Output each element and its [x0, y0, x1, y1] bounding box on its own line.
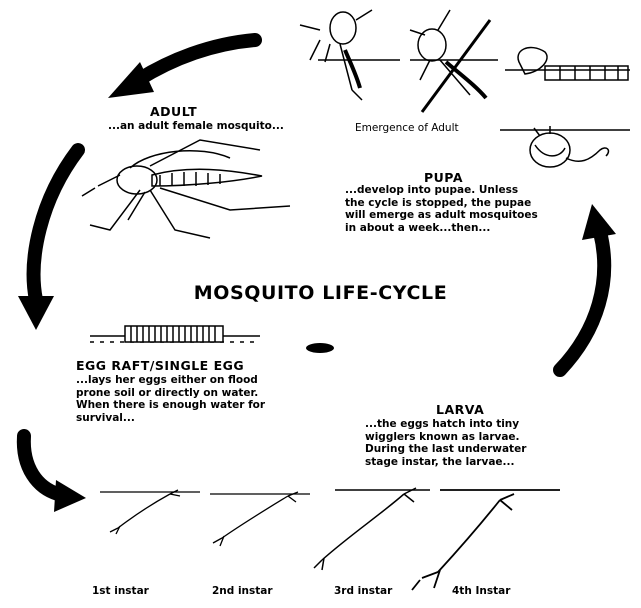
larva-description: ...the eggs hatch into tiny wigglers kno… — [365, 418, 526, 468]
egg-description: ...lays her eggs either on flood prone s… — [76, 374, 265, 424]
larva-4th-instar — [412, 490, 560, 590]
adult-mosquito-illustration — [82, 140, 290, 238]
instar-label-1: 1st instar — [92, 585, 149, 597]
arrow-bottom-left — [24, 436, 86, 512]
egg-heading: EGG RAFT/SINGLE EGG — [76, 358, 244, 373]
instar-label-2: 2nd instar — [212, 585, 273, 597]
diagram-title: MOSQUITO LIFE-CYCLE — [0, 282, 641, 304]
pupa-illustration — [500, 126, 630, 167]
pupa-heading: PUPA — [424, 170, 463, 185]
emergence-illustration — [300, 10, 630, 112]
arrow-top-left — [108, 40, 255, 98]
larva-1st-instar — [100, 490, 200, 534]
larva-3rd-instar — [314, 488, 430, 570]
instar-label-4: 4th Instar — [452, 585, 510, 597]
adult-description: ...an adult female mosquito... — [108, 120, 284, 133]
single-egg — [306, 343, 334, 353]
larva-2nd-instar — [210, 492, 310, 546]
instar-label-3: 3rd instar — [334, 585, 392, 597]
adult-heading: ADULT — [150, 104, 197, 119]
pupa-description: ...develop into pupae. Unless the cycle … — [345, 184, 538, 234]
emergence-label: Emergence of Adult — [355, 122, 459, 135]
larva-heading: LARVA — [436, 402, 484, 417]
egg-raft-illustration — [90, 326, 260, 342]
